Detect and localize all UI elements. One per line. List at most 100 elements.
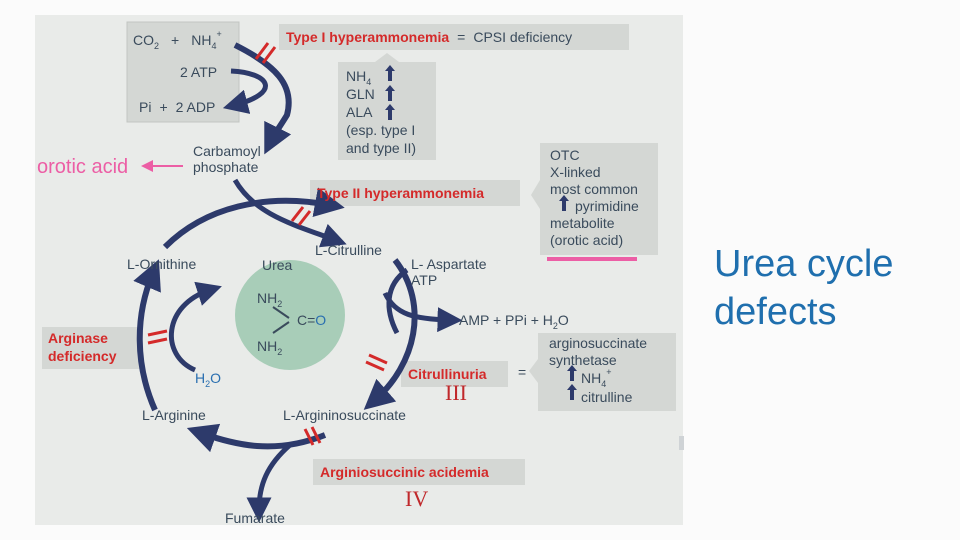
- type2-line2: X-linked: [550, 164, 601, 180]
- water-end: O: [210, 370, 221, 386]
- svg-text:NH2: NH2: [257, 290, 282, 309]
- orotic-acid-label: orotic acid: [37, 156, 128, 178]
- type1-label-box: [279, 24, 629, 50]
- svg-text:C=O: C=O: [297, 312, 326, 328]
- citrullinuria-line2: synthetase: [549, 352, 617, 368]
- svg-text:Type I hyperammonemia=CPSI def: Type I hyperammonemia=CPSI deficiency: [286, 29, 572, 45]
- type1-nh4: NH: [346, 68, 366, 84]
- type2-label-box: [310, 180, 520, 206]
- svg-text:Pi+2 ADP: Pi +2 ADP: [139, 99, 215, 115]
- block-mark-asa: [303, 426, 322, 446]
- arrow-atp-adp: [222, 68, 268, 114]
- type2-line6: (orotic acid): [550, 232, 623, 248]
- type1-nh4-subscript: 4: [366, 77, 371, 87]
- type2-detail-box: [540, 143, 658, 255]
- adp-text: 2 ADP: [176, 99, 216, 115]
- type1-ala: ALA: [346, 104, 373, 120]
- co2-text: CO: [133, 32, 154, 48]
- citrullinuria-detail-box: [538, 333, 676, 411]
- slide-title: Urea cycle defects: [714, 240, 954, 336]
- pi-text: Pi: [139, 99, 151, 115]
- plus2-text: +: [159, 99, 167, 115]
- fumarate-label: Fumarate: [225, 510, 285, 525]
- urea-carbonyl: C=: [297, 312, 315, 328]
- type2-callout-pointer: [531, 180, 540, 209]
- urea-nh2-bottom: NH: [257, 338, 277, 354]
- citrullinuria-nh4-subscript: 4: [601, 379, 606, 389]
- citrullinuria-equals: =: [518, 364, 526, 380]
- type1-gln: GLN: [346, 86, 375, 102]
- arrow-citrulline-to-argininosuccinate: [363, 258, 418, 410]
- ala-up-arrow-icon: [385, 104, 395, 120]
- type2-line3: most common: [550, 181, 638, 197]
- asa-label-box: [313, 459, 525, 485]
- type1-note-line1: (esp. type I: [346, 122, 415, 138]
- ornithine-label: L-Ornithine: [127, 256, 196, 272]
- citrullinuria-callout-pointer: [529, 359, 538, 383]
- citrullinuria-line1: arginosuccinate: [549, 335, 647, 351]
- type2-label: Type II hyperammonemia: [317, 185, 484, 201]
- type1-label: Type I hyperammonemia: [286, 29, 449, 45]
- urea-oxygen: O: [315, 312, 326, 328]
- svg-text:CO2+NH4+: CO2+NH4+: [133, 29, 222, 51]
- block-mark-type2: [290, 206, 312, 226]
- nh4-up-arrow-icon: [385, 65, 395, 81]
- urea-cycle-diagram: CO2+NH4+ 2 ATP Pi+2 ADP Type I hyperammo…: [35, 15, 683, 525]
- figure-edge-handle: [679, 436, 684, 450]
- citrullinuria-roman: III: [445, 380, 467, 405]
- type2-line4: pyrimidine: [575, 198, 639, 214]
- amp-end: O: [558, 312, 569, 328]
- urea-molecule-circle: [235, 260, 345, 370]
- arrow-amp-out: [382, 291, 463, 333]
- aspartate-label: L- Aspartate: [411, 256, 487, 272]
- type1-callout-pointer: [375, 53, 399, 62]
- carbamoyl-line1: Carbamoyl: [193, 143, 261, 159]
- arrow-co2-to-carbamoyl: [233, 42, 292, 155]
- svg-text:H2O: H2O: [195, 370, 221, 389]
- pyrimidine-up-arrow-icon: [559, 195, 569, 211]
- svg-text:AMP + PPi + H2O: AMP + PPi + H2O: [459, 312, 569, 331]
- atp-label: ATP: [411, 272, 437, 288]
- type2-line5: metabolite: [550, 215, 615, 231]
- diagram-canvas: CO2+NH4+ 2 ATP Pi+2 ADP Type I hyperammo…: [37, 21, 676, 525]
- nh4-text: NH: [191, 32, 211, 48]
- orotic-underline: [547, 257, 637, 261]
- arginine-label: L-Arginine: [142, 407, 206, 423]
- urea-nh2-top: NH: [257, 290, 277, 306]
- carbamoyl-line2: phosphate: [193, 159, 259, 175]
- arrow-arginine-to-ornithine: [133, 259, 161, 412]
- type1-detail-box: [338, 62, 436, 160]
- arginase-label-box: [42, 327, 140, 369]
- nh4-subscript: 4: [211, 41, 216, 51]
- urea-nh2-top-subscript: 2: [277, 299, 282, 309]
- block-mark-citrullinuria: [365, 353, 388, 372]
- inputs-box: [126, 21, 240, 123]
- asa-roman: IV: [405, 486, 428, 511]
- atp-text: 2 ATP: [180, 64, 217, 80]
- citrulline-up-arrow-icon: [567, 384, 577, 400]
- citrullinuria-nh4: NH: [581, 370, 601, 386]
- arrow-argininosuccinate-to-arginine: [186, 423, 327, 453]
- nh4-citrullinuria-up-arrow-icon: [567, 365, 577, 381]
- block-mark-type1: [254, 42, 277, 64]
- argininosuccinate-label: L-Argininosuccinate: [283, 407, 406, 423]
- water-subscript: 2: [205, 379, 210, 389]
- amp-subscript: 2: [553, 321, 558, 331]
- type1-equals: =: [457, 29, 465, 45]
- slide-title-line2: defects: [714, 291, 837, 333]
- block-mark-arginase: [147, 329, 168, 345]
- plus-text: +: [171, 32, 179, 48]
- slide-title-line1: Urea cycle: [714, 243, 894, 285]
- co2-subscript: 2: [154, 41, 159, 51]
- svg-text:NH4+: NH4+: [581, 367, 612, 389]
- up-arrow-icons: [385, 65, 577, 400]
- urea-nh2-bottom-subscript: 2: [277, 347, 282, 357]
- citrullinuria-label-box: [401, 361, 508, 387]
- arrow-ornithine-to-citrulline: [162, 187, 345, 250]
- arginase-line1: Arginase: [48, 330, 108, 346]
- svg-text:NH4: NH4: [346, 68, 371, 87]
- citrulline-label: L-Citrulline: [315, 242, 382, 258]
- urea-bonds: [272, 306, 290, 334]
- citrullinuria-label: Citrullinuria: [408, 366, 487, 382]
